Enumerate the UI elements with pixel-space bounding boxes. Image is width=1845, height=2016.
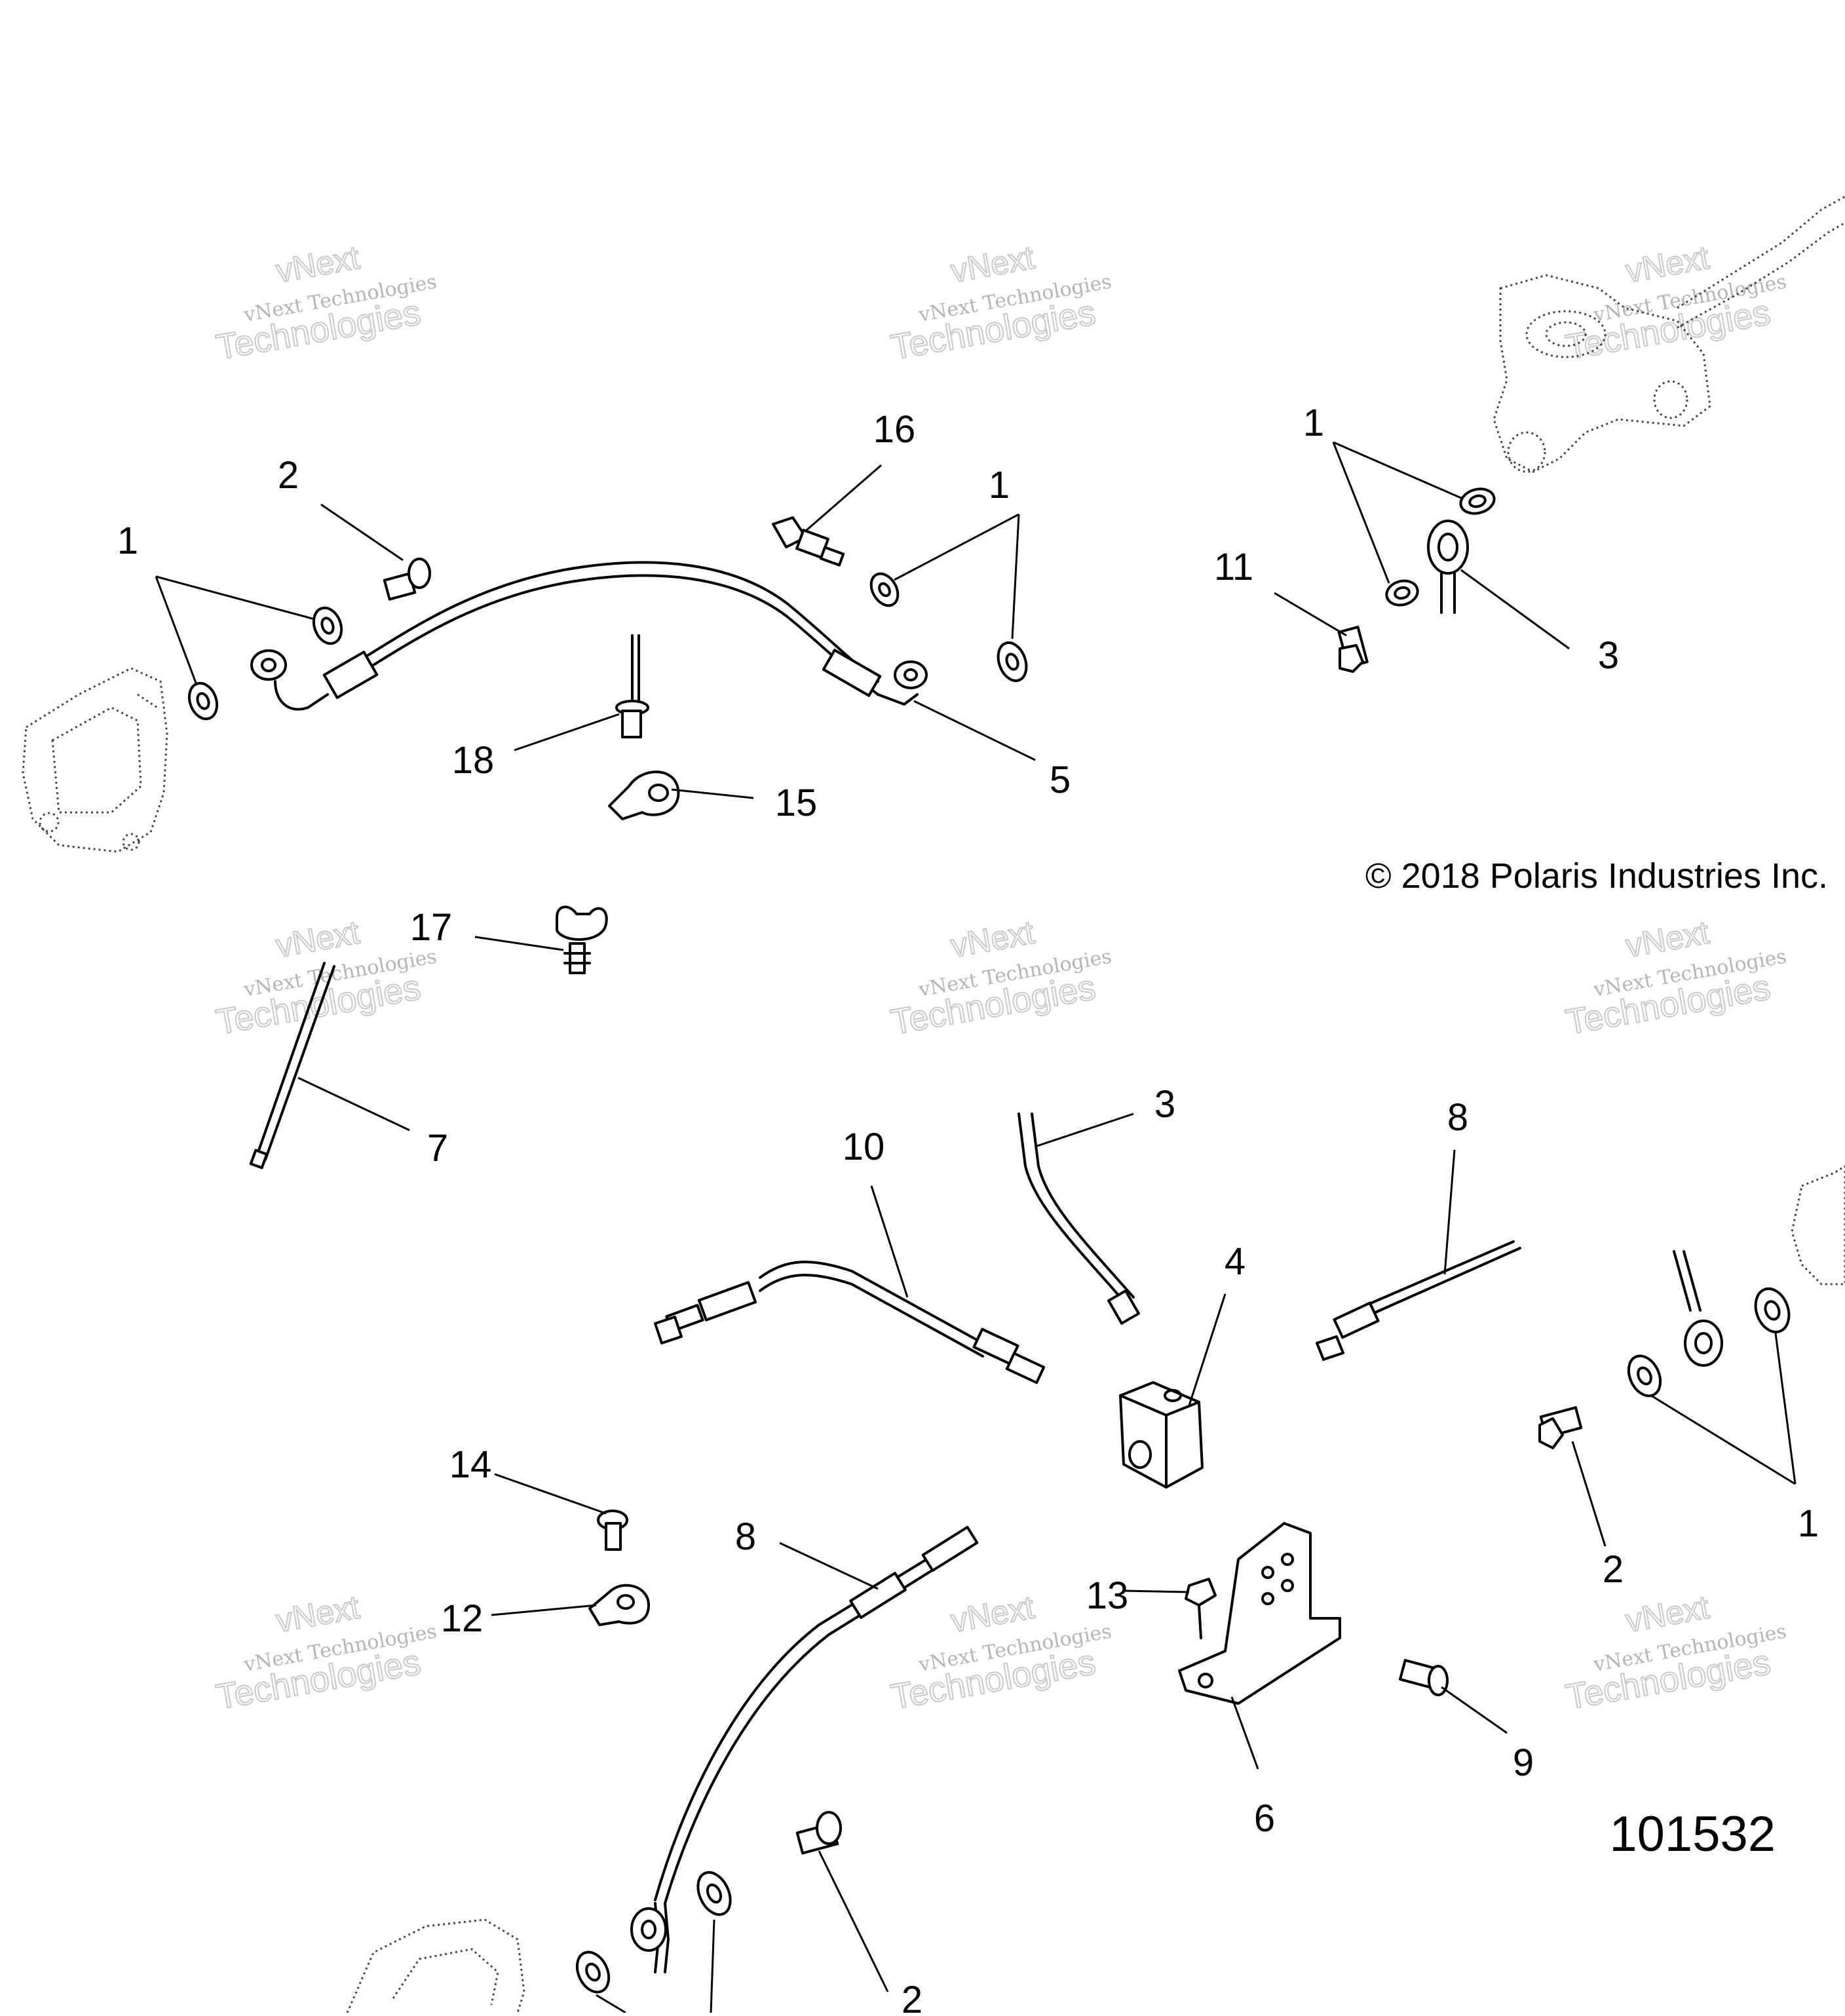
svg-text:vNext: vNext [273, 914, 362, 964]
callout-6: 6 [1254, 1797, 1275, 1840]
watermark: vNext vNext Technologies Technologies [1563, 913, 1789, 1043]
front-brake-line [250, 561, 928, 711]
watermark: vNext vNext Technologies Technologies [888, 1588, 1114, 1718]
mounting-bracket [1178, 1522, 1341, 1705]
screw [597, 1510, 628, 1551]
washer [1459, 487, 1496, 515]
push-rivet [615, 634, 649, 738]
brake-line-fitting [1427, 520, 1469, 614]
banjo-bolt [383, 558, 431, 601]
cable-tie [249, 962, 335, 1170]
callout-1: 1 [1798, 1502, 1819, 1545]
callout-2: 2 [1603, 1548, 1624, 1591]
banjo-bolt [1538, 1406, 1583, 1449]
washer [312, 606, 343, 645]
hose-clip [608, 770, 680, 820]
washer [1627, 1354, 1662, 1398]
callout-18: 18 [452, 739, 495, 782]
brake-line-8-rear [1316, 1240, 1521, 1361]
washer [696, 1871, 732, 1916]
washer [997, 641, 1028, 683]
brake-line-8-front [630, 1525, 979, 1973]
callout-8: 8 [735, 1515, 756, 1558]
washer [1385, 579, 1419, 607]
brake-line-3 [1018, 1113, 1140, 1325]
callout-12: 12 [441, 1597, 484, 1640]
watermark: vNext vNext Technologies Technologies [888, 238, 1114, 368]
screw [1185, 1578, 1217, 1639]
callout-9: 9 [1513, 1741, 1534, 1784]
brake-line-10 [654, 1261, 1046, 1384]
svg-text:vNext: vNext [273, 1589, 362, 1639]
svg-text:vNext: vNext [1623, 1589, 1712, 1639]
callout-16: 16 [873, 408, 916, 451]
callout-17: 17 [410, 906, 453, 949]
svg-text:vNext: vNext [273, 239, 362, 290]
watermark: vNext vNext Technologies Technologies [213, 238, 439, 368]
front-caliper-ghost [22, 667, 168, 853]
washer [187, 681, 219, 721]
watermark: vNext vNext Technologies Technologies [1563, 238, 1789, 368]
bleeder-valve [772, 516, 845, 567]
callout-8: 8 [1447, 1096, 1468, 1139]
callout-3: 3 [1598, 634, 1619, 677]
rear-line-fitting [1673, 1250, 1723, 1367]
washer [575, 1950, 611, 1994]
svg-text:vNext: vNext [1623, 914, 1712, 964]
watermark: vNext vNext Technologies Technologies [888, 913, 1114, 1043]
edge-clip [556, 905, 608, 974]
watermark: vNext vNext Technologies Technologies [213, 1588, 439, 1718]
flange-bolt [1398, 1659, 1449, 1696]
svg-text:vNext: vNext [1623, 239, 1712, 290]
figure-number: 101532 [1609, 1806, 1776, 1862]
washer [869, 572, 900, 607]
banjo-bolt [795, 1811, 842, 1855]
callout-11: 11 [1214, 546, 1253, 588]
watermarks: vNext vNext Technologies Technologies vN… [213, 238, 1789, 1718]
svg-text:vNext: vNext [948, 1589, 1037, 1639]
callout-2: 2 [278, 454, 299, 497]
callout-1: 1 [117, 520, 138, 562]
callout-7: 7 [427, 1127, 448, 1170]
svg-text:vNext: vNext [948, 239, 1037, 290]
callout-15: 15 [775, 782, 818, 824]
master-cylinder-ghost [1493, 195, 1845, 473]
callout-1: 1 [989, 464, 1010, 506]
copyright-notice: © 2018 Polaris Industries Inc. [1365, 856, 1828, 896]
watermark: vNext vNext Technologies Technologies [213, 913, 439, 1043]
callout-labels: 16 2 1 1 1 1 3 11 18 5 15 17 7 10 3 8 4 … [117, 402, 1819, 2016]
brake-junction-block [1119, 1381, 1204, 1489]
watermark: vNext vNext Technologies Technologies [1563, 1588, 1789, 1718]
callout-4: 4 [1225, 1240, 1246, 1283]
callout-14: 14 [449, 1443, 492, 1486]
rear-caliper-ghost-right [1791, 1165, 1845, 1285]
callout-2: 2 [902, 1979, 922, 2013]
banjo-bolt [1337, 626, 1369, 673]
svg-text:vNext: vNext [948, 914, 1037, 964]
washer [1754, 1287, 1791, 1333]
callout-10: 10 [843, 1126, 885, 1168]
callout-13: 13 [1086, 1574, 1129, 1617]
rear-caliper-ghost-bottom [346, 1918, 525, 2013]
leader-lines [155, 441, 1797, 2014]
callout-3: 3 [1154, 1083, 1175, 1126]
callout-1: 1 [1303, 402, 1324, 444]
callout-5: 5 [1050, 759, 1071, 801]
hose-clip [588, 1584, 650, 1626]
